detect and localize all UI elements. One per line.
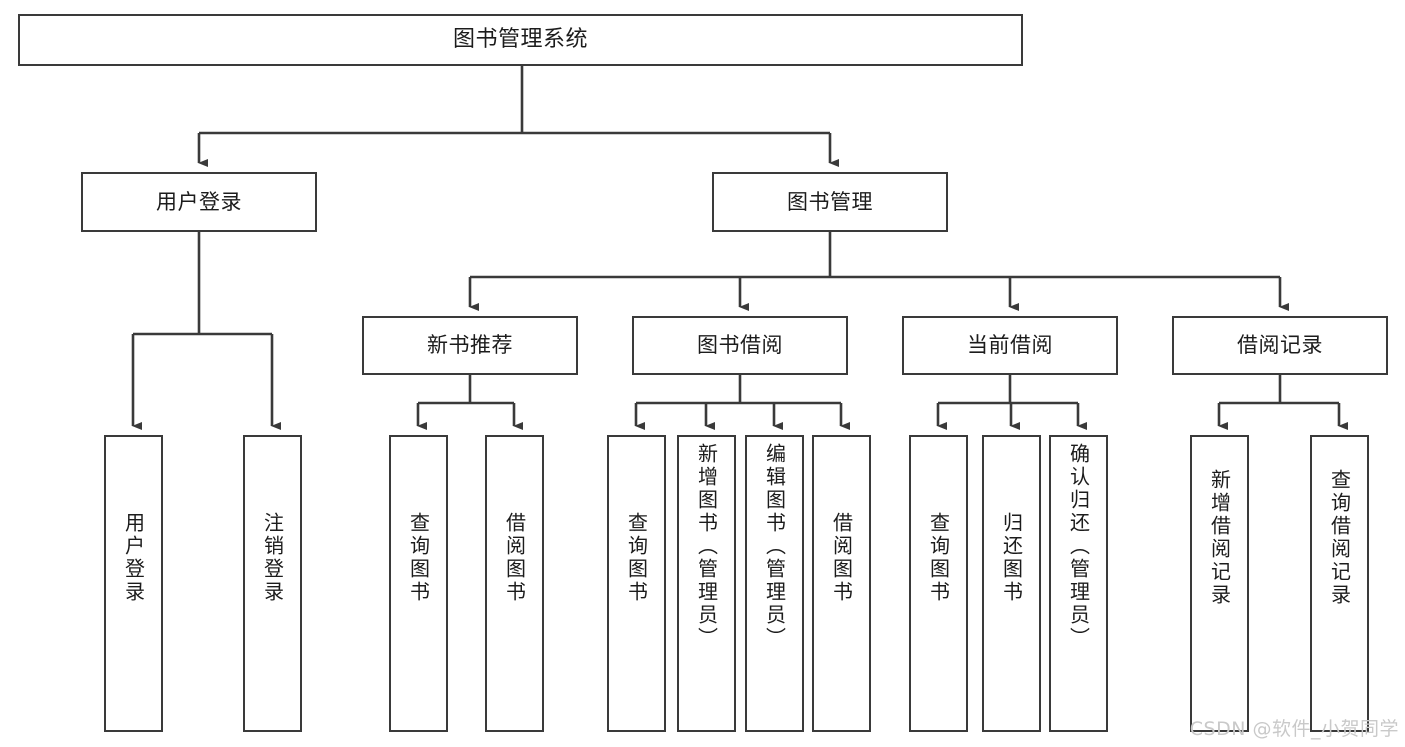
node-add-book-admin-label: 新增图书（管理员） — [694, 443, 719, 650]
node-query-books-rec-label: 查询图书 — [406, 512, 431, 604]
node-query-books-borrow[interactable]: 查询图书 — [607, 435, 666, 732]
node-query-borrow-record[interactable]: 查询借阅记录 — [1310, 435, 1369, 732]
node-borrow-record-label: 借阅记录 — [1237, 333, 1323, 358]
node-user-login[interactable]: 用户登录 — [81, 172, 317, 232]
node-return-book-label: 归还图书 — [999, 512, 1024, 604]
node-logout-action-label: 注销登录 — [260, 512, 285, 604]
node-query-books-current-label: 查询图书 — [926, 512, 951, 604]
node-book-borrow-label: 图书借阅 — [697, 333, 783, 358]
node-user-login-action-label: 用户登录 — [121, 512, 146, 604]
node-add-book-admin[interactable]: 新增图书（管理员） — [677, 435, 736, 732]
node-book-borrow[interactable]: 图书借阅 — [632, 316, 848, 375]
node-confirm-return-admin-label: 确认归还（管理员） — [1066, 443, 1091, 650]
node-root-label: 图书管理系统 — [452, 27, 588, 53]
node-query-borrow-record-label: 查询借阅记录 — [1327, 469, 1352, 607]
node-current-borrow-label: 当前借阅 — [967, 333, 1053, 358]
csdn-watermark: CSDN @软件_小贺同学 — [1189, 718, 1399, 740]
node-borrow-book-label: 借阅图书 — [829, 512, 854, 604]
node-logout-action[interactable]: 注销登录 — [243, 435, 302, 732]
node-edit-book-admin[interactable]: 编辑图书（管理员） — [745, 435, 804, 732]
node-new-book-recommendation-label: 新书推荐 — [427, 333, 513, 358]
node-borrow-record[interactable]: 借阅记录 — [1172, 316, 1388, 375]
node-borrow-books-rec-label: 借阅图书 — [502, 512, 527, 604]
node-return-book[interactable]: 归还图书 — [982, 435, 1041, 732]
node-edit-book-admin-label: 编辑图书（管理员） — [762, 443, 787, 650]
node-add-borrow-record[interactable]: 新增借阅记录 — [1190, 435, 1249, 732]
node-confirm-return-admin[interactable]: 确认归还（管理员） — [1049, 435, 1108, 732]
node-query-books-current[interactable]: 查询图书 — [909, 435, 968, 732]
node-borrow-books-rec[interactable]: 借阅图书 — [485, 435, 544, 732]
node-new-book-recommendation[interactable]: 新书推荐 — [362, 316, 578, 375]
node-user-login-action[interactable]: 用户登录 — [104, 435, 163, 732]
node-borrow-book[interactable]: 借阅图书 — [812, 435, 871, 732]
node-user-login-label: 用户登录 — [156, 189, 242, 214]
node-query-books-borrow-label: 查询图书 — [624, 512, 649, 604]
node-current-borrow[interactable]: 当前借阅 — [902, 316, 1118, 375]
node-query-books-rec[interactable]: 查询图书 — [389, 435, 448, 732]
node-root[interactable]: 图书管理系统 — [18, 14, 1023, 66]
node-book-management-label: 图书管理 — [787, 189, 873, 214]
node-add-borrow-record-label: 新增借阅记录 — [1207, 469, 1232, 607]
node-book-management[interactable]: 图书管理 — [712, 172, 948, 232]
